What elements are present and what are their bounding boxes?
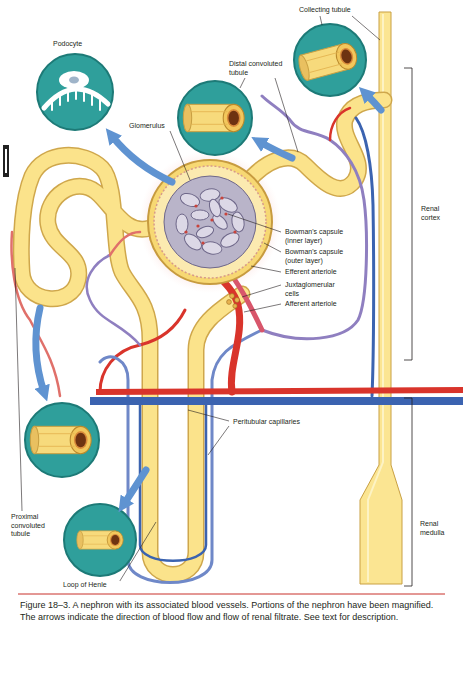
part-label: Bowman's capsule (inner layer) bbox=[284, 228, 350, 245]
figure-caption: Figure 18–3. A nephron with its associat… bbox=[20, 599, 444, 623]
part-label: Juxtaglomerular cells bbox=[284, 281, 342, 298]
part-label: Distal convoluted tubule bbox=[228, 60, 290, 77]
part-label: Renal cortex bbox=[420, 205, 458, 222]
part-label: Glomerulus bbox=[128, 122, 176, 131]
part-label: Collecting tubule bbox=[298, 6, 378, 15]
part-label: Podocyte bbox=[52, 40, 104, 49]
part-label: Renal medulla bbox=[419, 520, 459, 537]
part-label: Proximal convoluted tubule bbox=[10, 513, 56, 539]
part-label: Loop of Henle bbox=[62, 581, 120, 590]
part-label: Bowman's capsule (outer layer) bbox=[284, 248, 350, 265]
part-label: Peritubular capillaries bbox=[232, 418, 318, 427]
part-label: Efferent arteriole bbox=[284, 268, 350, 277]
part-label: Afferent arteriole bbox=[284, 300, 350, 309]
